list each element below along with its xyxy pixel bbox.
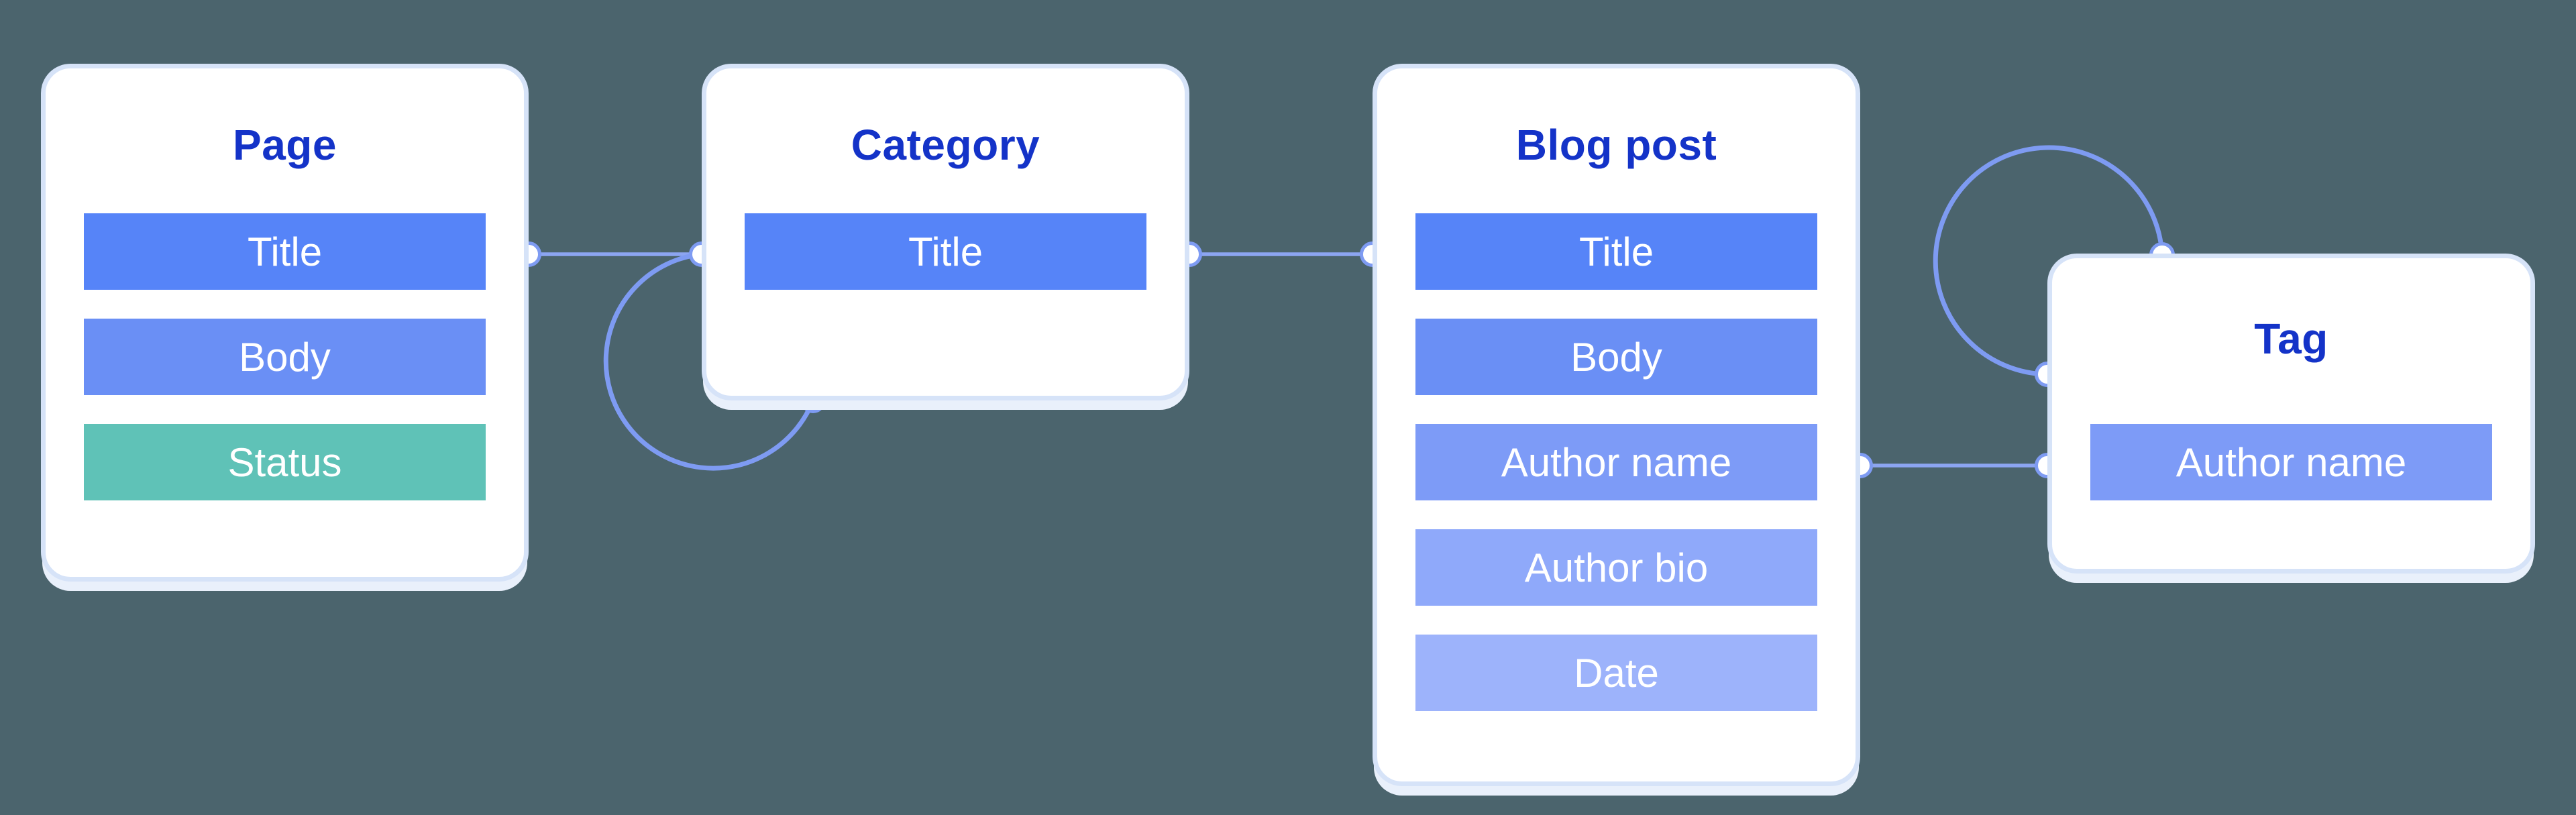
relation-arc-category-self-loop: [603, 252, 816, 471]
field-row-title: Title: [745, 213, 1146, 290]
card-title: Page: [233, 121, 337, 169]
field-row-status: Status: [84, 424, 486, 500]
entity-card-category: Category Title: [702, 64, 1189, 400]
field-row-title: Title: [1415, 213, 1817, 290]
card-title: Blog post: [1515, 121, 1717, 169]
entity-card-page: Page Title Body Status: [41, 64, 529, 582]
field-list: Title Body Status: [84, 213, 486, 500]
field-list: Title: [745, 213, 1146, 290]
field-row-author-bio: Author bio: [1415, 529, 1817, 606]
field-list: Author name: [2090, 424, 2492, 500]
entity-card-tag: Tag Author name: [2047, 254, 2535, 574]
field-row-author-name: Author name: [1415, 424, 1817, 500]
field-row-author-name: Author name: [2090, 424, 2492, 500]
card-title: Category: [851, 121, 1040, 169]
field-row-body: Body: [84, 319, 486, 395]
entity-card-blog-post: Blog post Title Body Author name Author …: [1373, 64, 1860, 786]
field-row-body: Body: [1415, 319, 1817, 395]
field-row-title: Title: [84, 213, 486, 290]
field-row-date: Date: [1415, 635, 1817, 711]
field-list: Title Body Author name Author bio Date: [1415, 213, 1817, 711]
card-title: Tag: [2254, 315, 2328, 363]
relation-arc-tag-self-loop: [1933, 145, 2165, 377]
